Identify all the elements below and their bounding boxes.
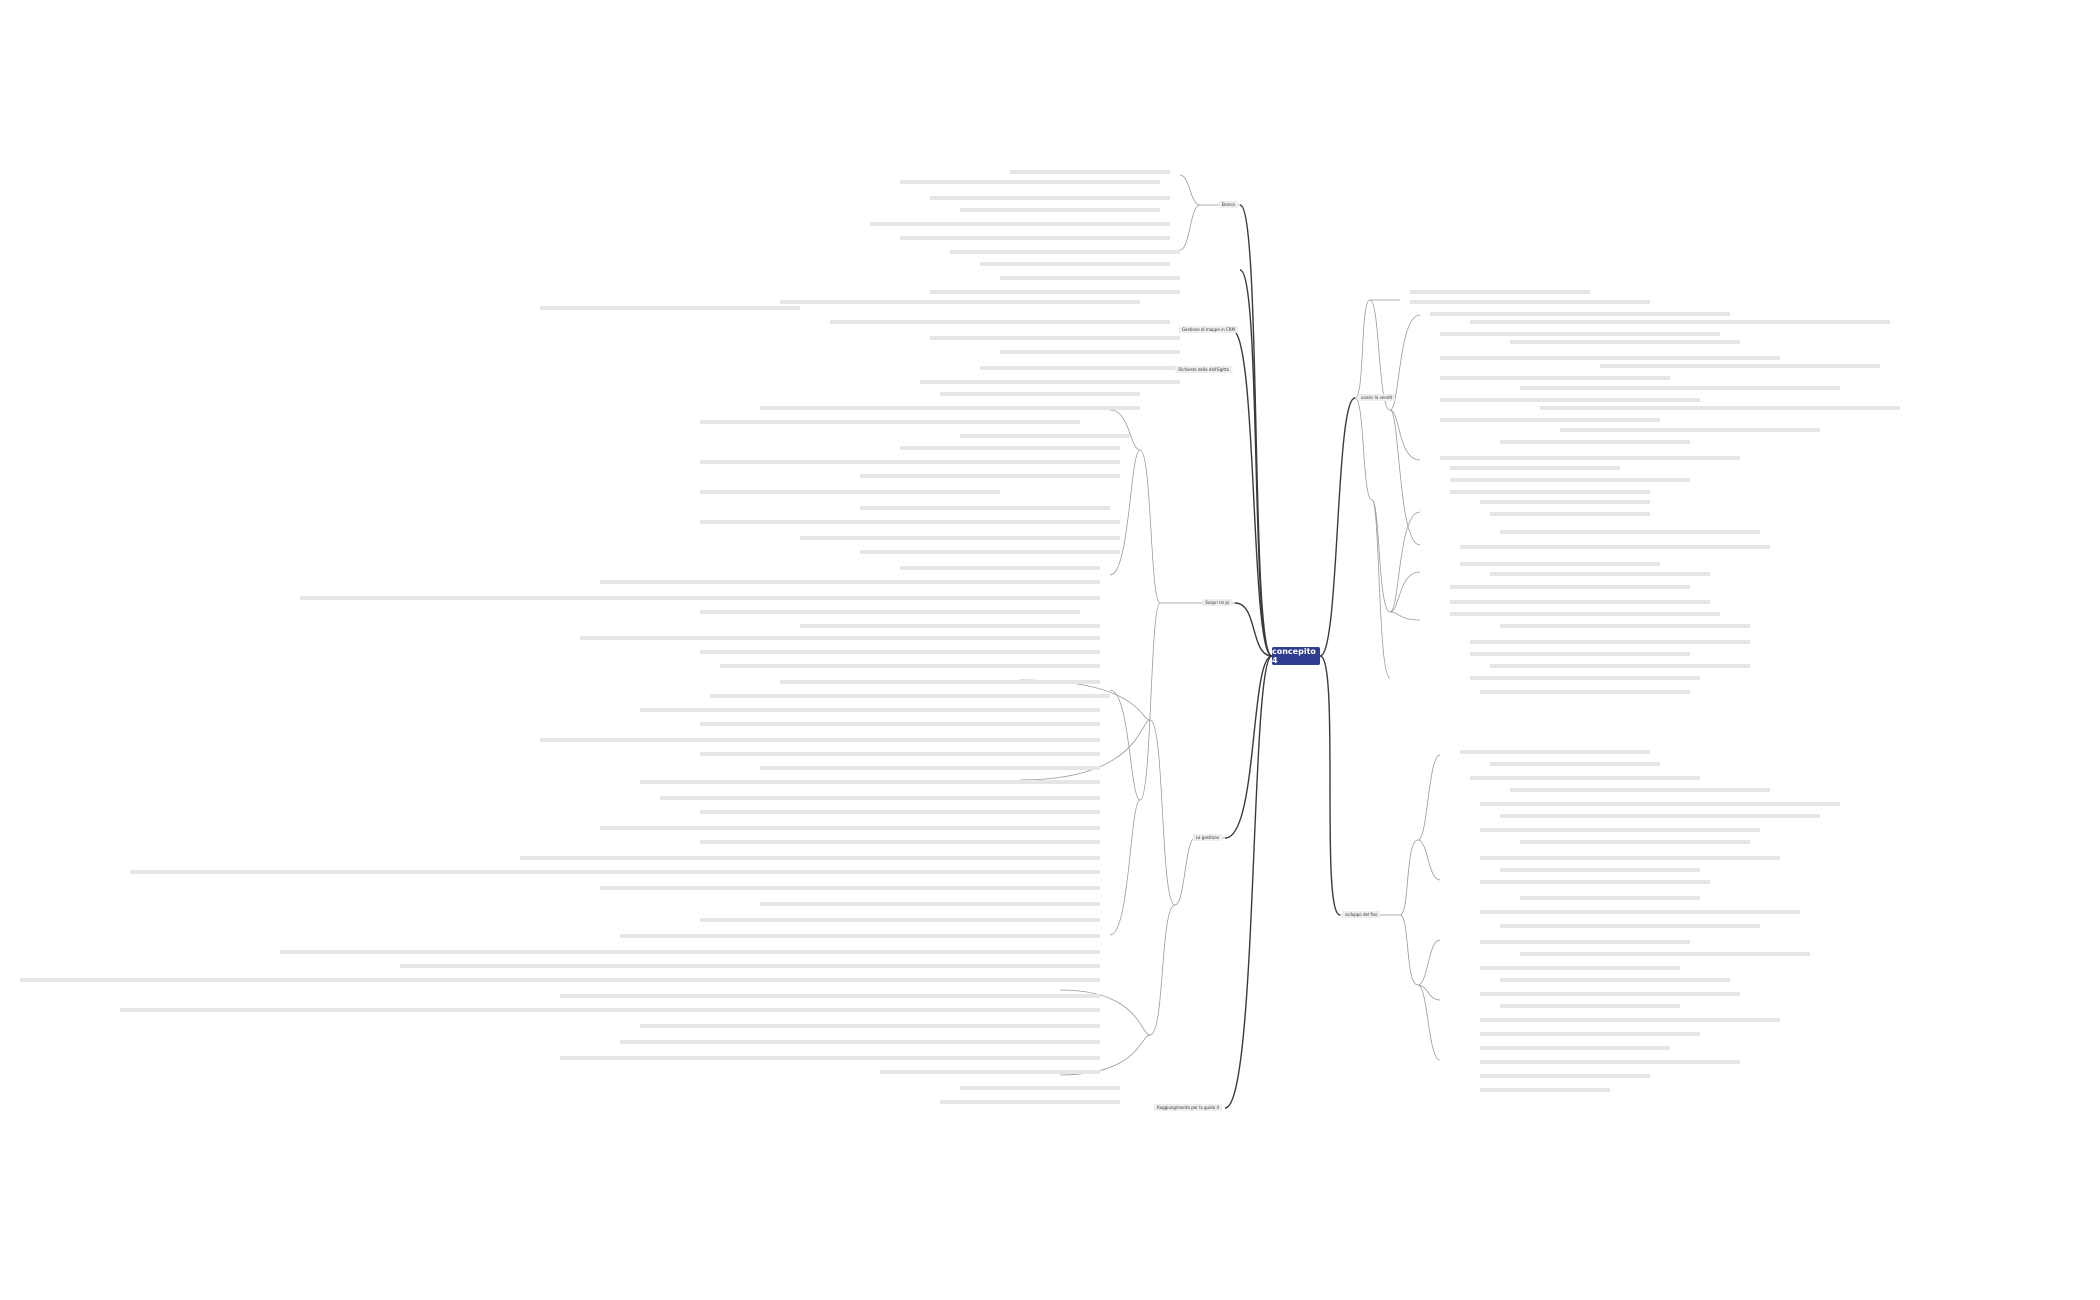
branch-node-right-2[interactable]: sviluppo del fiso	[1342, 911, 1381, 918]
branch-node-right-1[interactable]: unaric la vendit	[1358, 394, 1396, 401]
branch-node-left-3[interactable]: Richieste della dell'Egitta	[1175, 366, 1232, 373]
branch-node-left-1[interactable]: Elenco	[1218, 201, 1238, 208]
root-node[interactable]: concepito 4	[1272, 647, 1320, 665]
branch-node-left-6[interactable]: Raggiungimento per la guida 4	[1154, 1104, 1222, 1111]
branch-node-left-2[interactable]: Gestione di mappe in CRM	[1178, 326, 1238, 333]
branch-node-left-4[interactable]: Scopri mi pi	[1202, 599, 1232, 606]
branch-node-left-5[interactable]: La gestione	[1192, 834, 1222, 841]
